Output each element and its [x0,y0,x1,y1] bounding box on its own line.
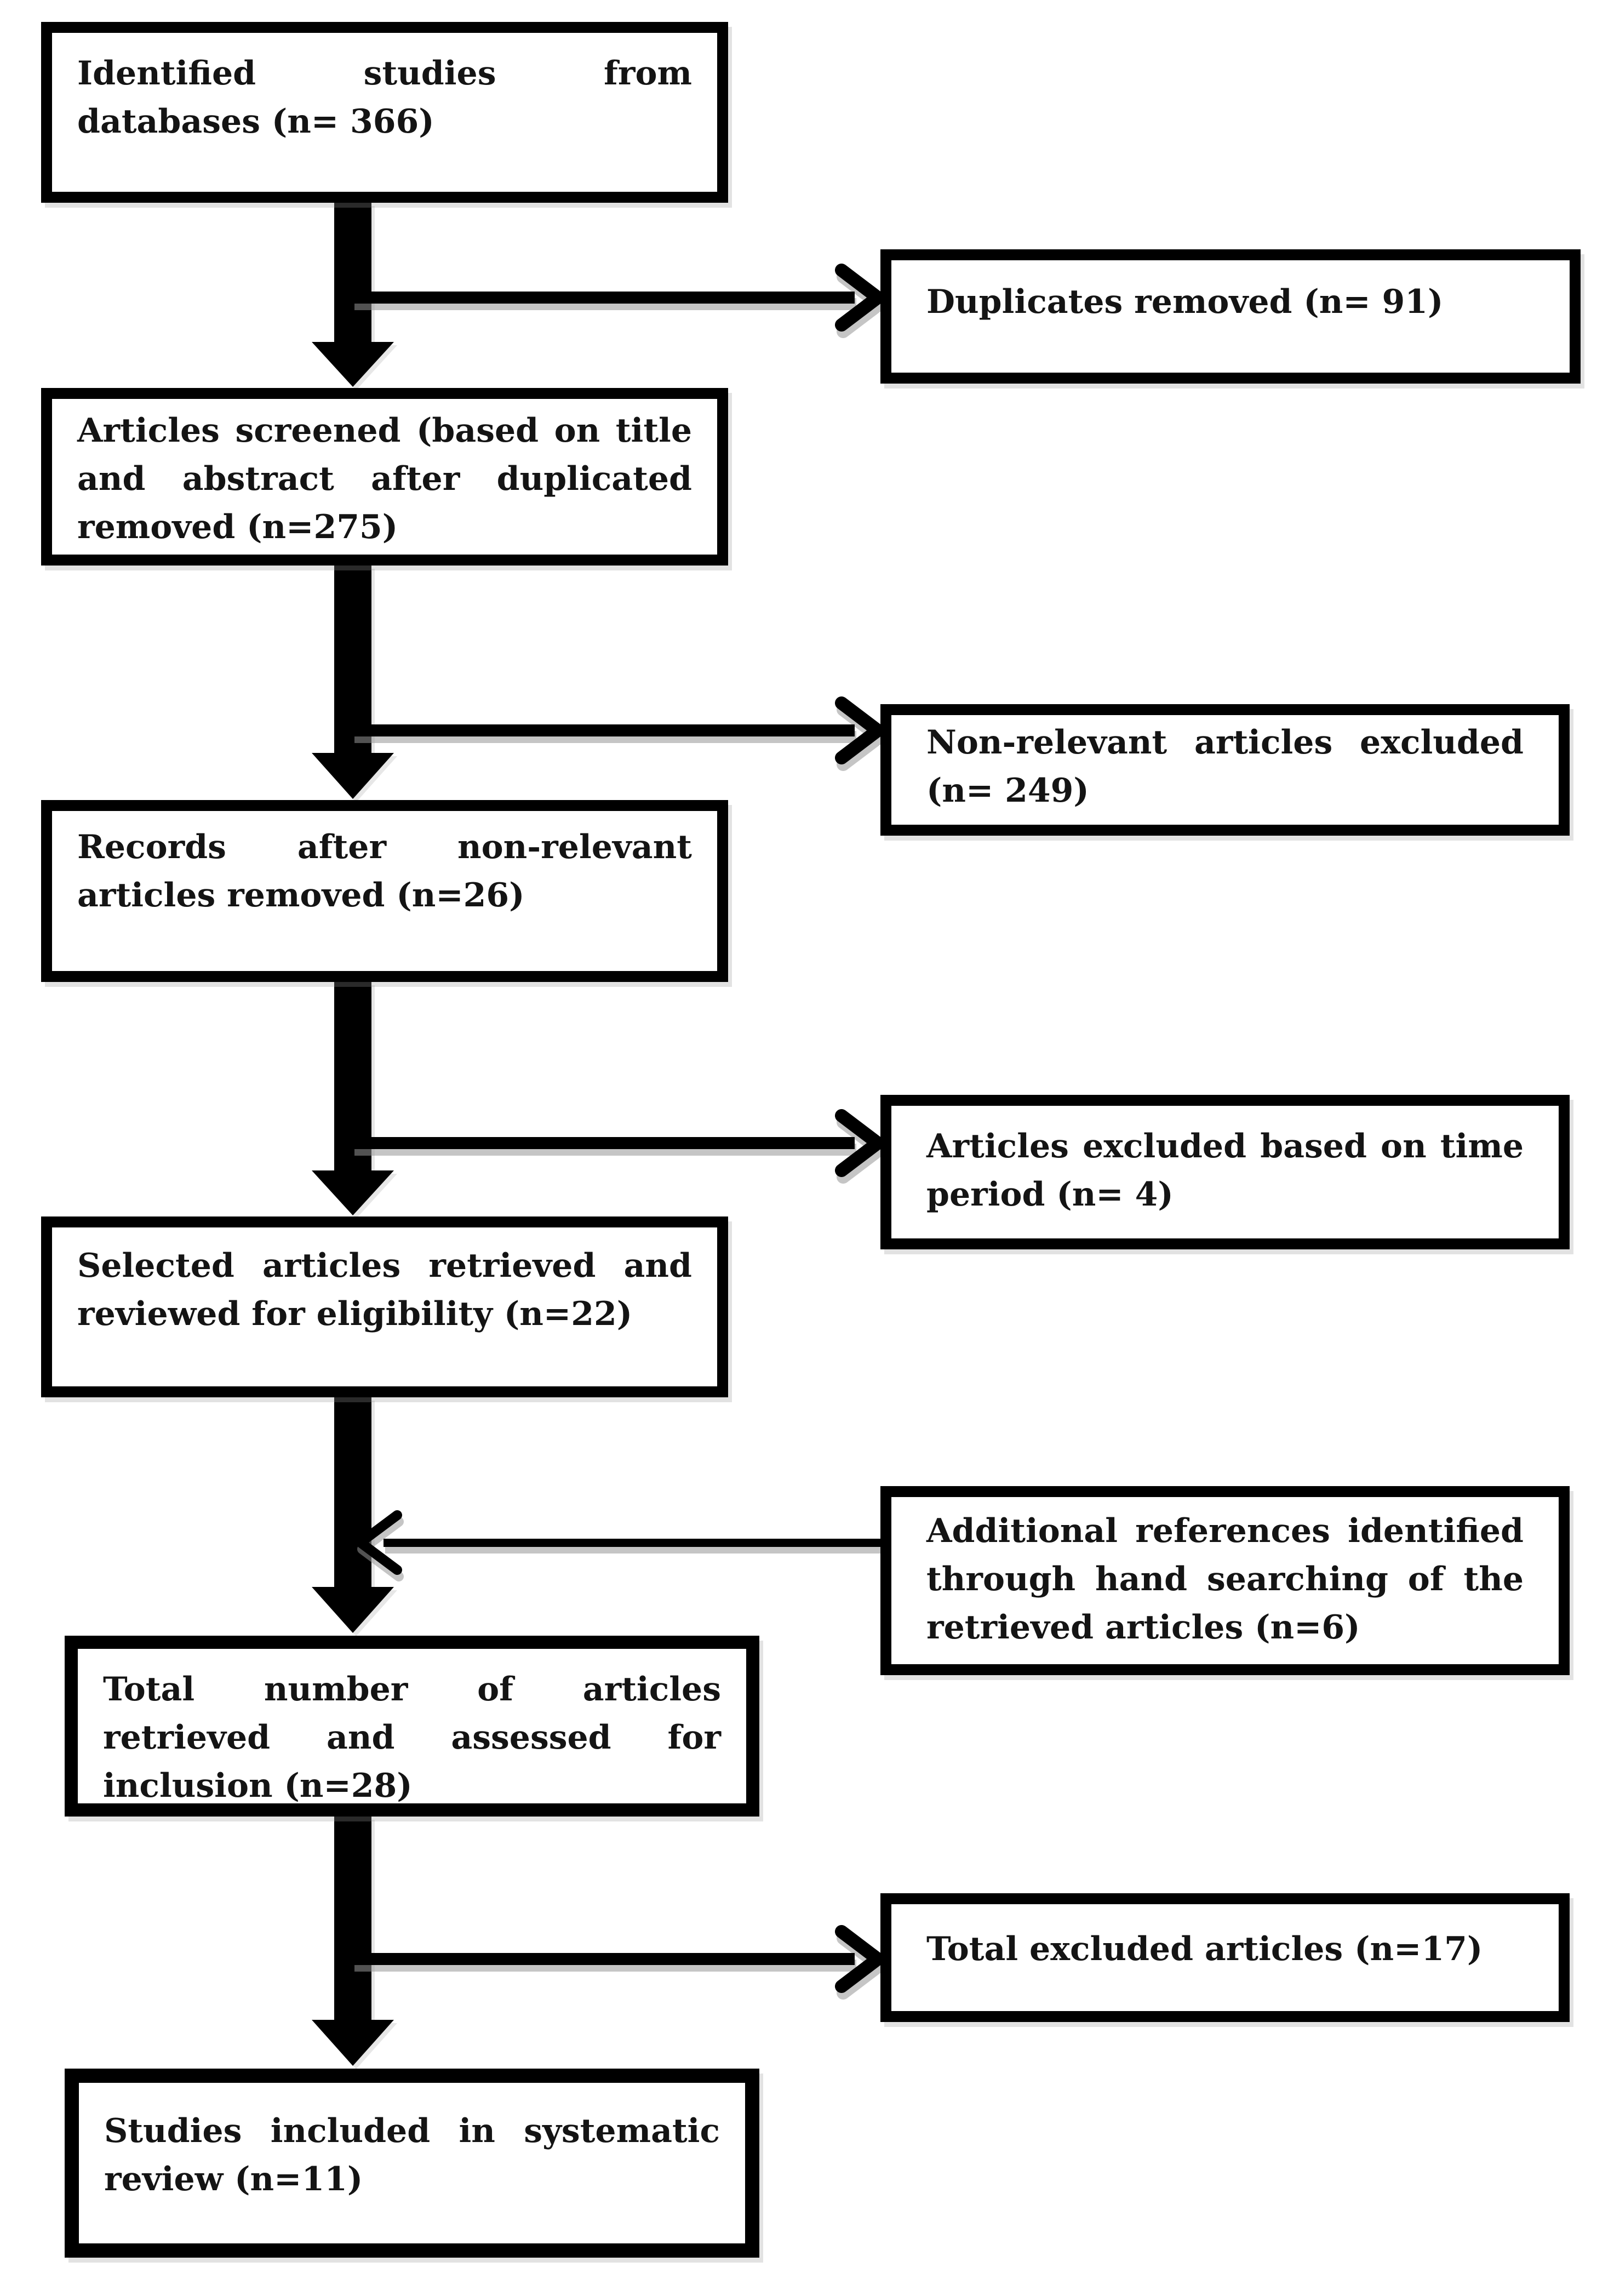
arrow-down-selected-to-total-retrieved [312,1397,394,1633]
arrow-down-screened-to-records [312,566,394,799]
box-articles-screened: Articles screened (based on title and ab… [41,388,728,566]
box-label: Additional references identified through… [926,1512,1524,1647]
box-duplicates-removed: Duplicates removed (n= 91) [880,249,1581,384]
box-label: Non-relevant articles excluded (n= 249) [926,723,1524,810]
arrow-right-to-duplicates [353,264,884,332]
box-total-retrieved: Total number of articles retrieved and a… [65,1636,759,1817]
box-label: Selected articles retrieved and reviewed… [77,1247,692,1333]
arrow-right-to-total-excluded [353,1925,884,1993]
box-label: Total number of articles retrieved and a… [103,1670,721,1805]
arrow-right-to-time-period [353,1109,884,1177]
box-label: Records after non-relevant articles remo… [77,828,692,915]
box-selected-articles: Selected articles retrieved and reviewed… [41,1216,728,1397]
box-identified-studies: Identified studies from databases (n= 36… [41,22,728,203]
box-studies-included: Studies included in systematic review (n… [65,2069,759,2258]
box-label: Duplicates removed (n= 91) [926,283,1444,321]
arrow-right-to-non-relevant [353,696,884,764]
box-label: Total excluded articles (n=17) [926,1930,1483,1968]
box-records-after-removal: Records after non-relevant articles remo… [41,800,728,982]
box-non-relevant-excluded: Non-relevant articles excluded (n= 249) [880,704,1570,836]
box-time-period-excluded: Articles excluded based on time period (… [880,1095,1570,1249]
arrow-left-from-additional [356,1510,880,1575]
box-total-excluded: Total excluded articles (n=17) [880,1893,1570,2022]
arrow-down-records-to-selected [312,982,394,1215]
box-label: Articles screened (based on title and ab… [77,412,692,546]
box-label: Studies included in systematic review (n… [104,2112,720,2198]
box-label: Articles excluded based on time period (… [926,1127,1524,1214]
box-additional-references: Additional references identified through… [880,1486,1570,1675]
box-label: Identified studies from databases (n= 36… [77,54,692,141]
arrow-down-total-retrieved-to-included [312,1817,394,2066]
arrow-down-identified-to-screened [312,203,394,387]
